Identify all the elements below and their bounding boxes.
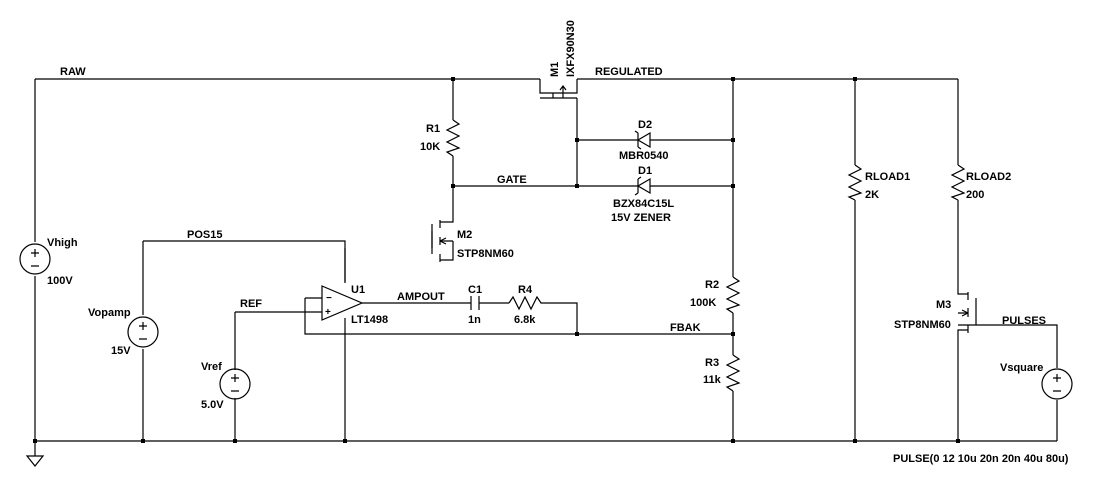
rload2-name: RLOAD2 <box>966 171 1011 183</box>
vref-name: Vref <box>201 361 222 373</box>
r4-value: 6.8k <box>514 314 536 326</box>
vhigh-value: 100V <box>47 275 73 287</box>
wire-pos15 <box>142 240 346 441</box>
mosfet-m1-symbol <box>539 79 578 99</box>
m3-value: STP8NM60 <box>894 319 951 331</box>
u1-value: LT1498 <box>351 314 388 326</box>
r2-value: 100K <box>690 297 716 309</box>
mosfet-m2-symbol <box>431 220 447 262</box>
wire-fbak <box>304 297 733 335</box>
resistor-rload2-symbol <box>950 164 966 201</box>
opamp-u1-symbol: − + <box>321 285 364 321</box>
net-label-ampout: AMPOUT <box>397 291 445 303</box>
ground-symbol <box>25 441 45 467</box>
d2-name: D2 <box>638 119 652 131</box>
wires <box>25 78 1058 467</box>
net-label-ref: REF <box>240 298 262 310</box>
svg-text:−: − <box>326 293 332 304</box>
mosfet-m3-symbol <box>961 292 977 333</box>
r4-name: R4 <box>518 284 533 296</box>
net-label-pos15: POS15 <box>187 229 222 241</box>
wire-m2 <box>440 186 454 261</box>
vopamp-name: Vopamp <box>88 307 131 319</box>
zener-d1-symbol <box>634 176 651 196</box>
r1-value: 10K <box>420 141 440 153</box>
capacitor-c1-symbol <box>470 296 480 310</box>
resistor-r2-symbol <box>725 276 741 314</box>
resistor-r3-symbol <box>725 354 741 392</box>
vhigh-name: Vhigh <box>47 237 78 249</box>
vsquare-name: Vsquare <box>1000 362 1043 374</box>
r3-value: 11k <box>703 374 722 386</box>
resistor-r1-symbol <box>445 119 461 157</box>
c1-value: 1n <box>468 314 481 326</box>
wire-ref <box>234 311 322 441</box>
source-vhigh-symbol <box>19 243 51 275</box>
d1-note: 15V ZENER <box>611 212 671 224</box>
diode-d2-symbol <box>634 130 651 150</box>
r3-name: R3 <box>705 357 719 369</box>
m2-value: STP8NM60 <box>457 248 514 260</box>
resistor-r4-symbol <box>508 295 544 311</box>
r2-name: R2 <box>705 279 719 291</box>
wire-ampout <box>362 302 578 334</box>
net-label-pulses: PULSES <box>1002 315 1046 327</box>
net-label-regulated: REGULATED <box>595 66 663 78</box>
d2-value: MBR0540 <box>619 150 669 162</box>
m1-value: IXFX90N30 <box>565 20 577 77</box>
net-label-fbak: FBAK <box>670 322 701 334</box>
c1-name: C1 <box>468 284 482 296</box>
wire-pulses <box>958 324 1058 441</box>
rload1-value: 2K <box>865 189 879 201</box>
m1-name: M1 <box>549 62 561 77</box>
d1-name: D1 <box>638 165 652 177</box>
d1-value: BZX84C15L <box>613 198 674 210</box>
wire-m3 <box>957 312 968 441</box>
wire-m2-gate <box>344 231 433 283</box>
source-vopamp-symbol <box>127 316 159 348</box>
source-vsquare-symbol <box>1041 368 1073 400</box>
vsquare-value: PULSE(0 12 10u 20n 20n 40u 80u) <box>893 453 1069 465</box>
vopamp-value: 15V <box>111 345 131 357</box>
rload2-value: 200 <box>966 189 984 201</box>
m2-name: M2 <box>457 229 472 241</box>
resistor-rload1-symbol <box>847 164 863 201</box>
junction-dots <box>33 77 960 443</box>
source-vref-symbol <box>219 368 251 400</box>
vref-value: 5.0V <box>201 399 224 411</box>
rload1-name: RLOAD1 <box>865 171 910 183</box>
svg-text:+: + <box>325 307 331 318</box>
net-label-gate: GATE <box>497 174 527 186</box>
net-label-raw: RAW <box>60 66 86 78</box>
u1-name: U1 <box>351 284 365 296</box>
wire-rload2 <box>957 79 968 295</box>
r1-name: R1 <box>426 123 440 135</box>
m3-name: M3 <box>936 299 951 311</box>
